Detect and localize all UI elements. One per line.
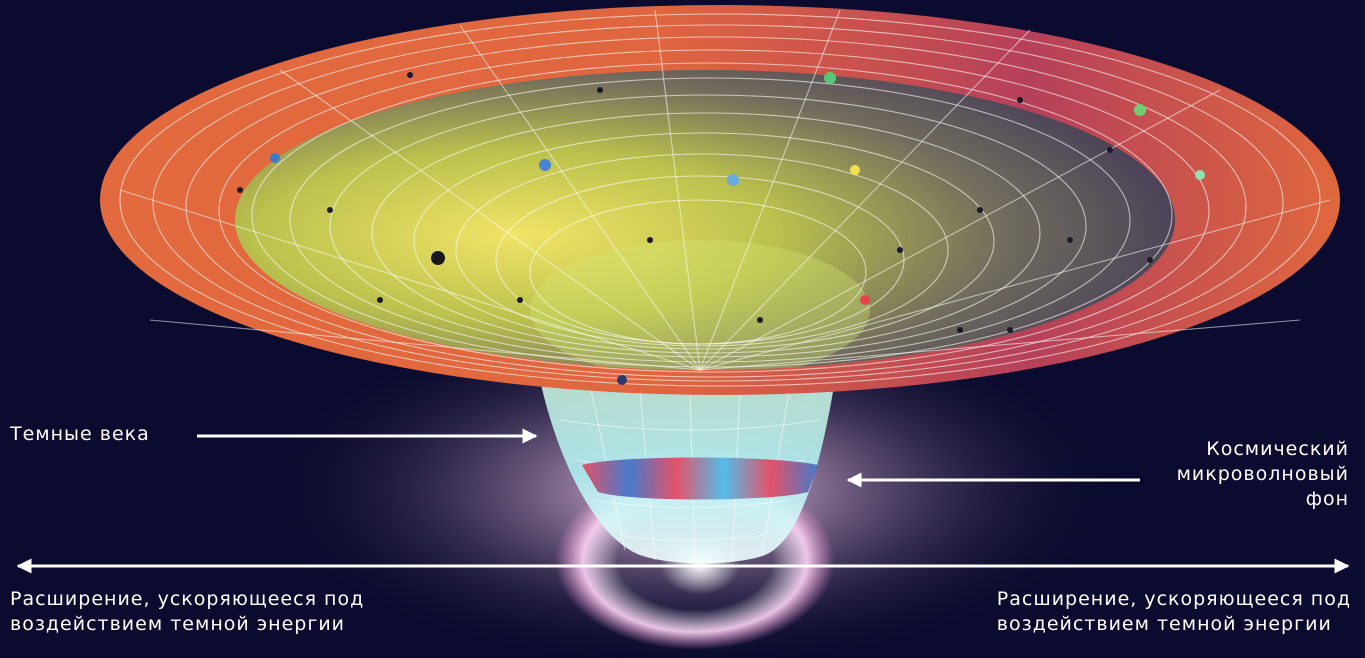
expansion-disc [100,5,1340,395]
galaxies [237,72,1205,385]
cmb-label: Космический микроволновый фон [1176,438,1349,510]
expansion-label-left: Расширение, ускоряющееся под воздействие… [10,588,365,635]
dark-ages-label: Темные века [10,423,150,445]
expansion-label-right: Расширение, ускоряющееся под воздействие… [996,588,1351,635]
cmb-band [582,457,818,500]
